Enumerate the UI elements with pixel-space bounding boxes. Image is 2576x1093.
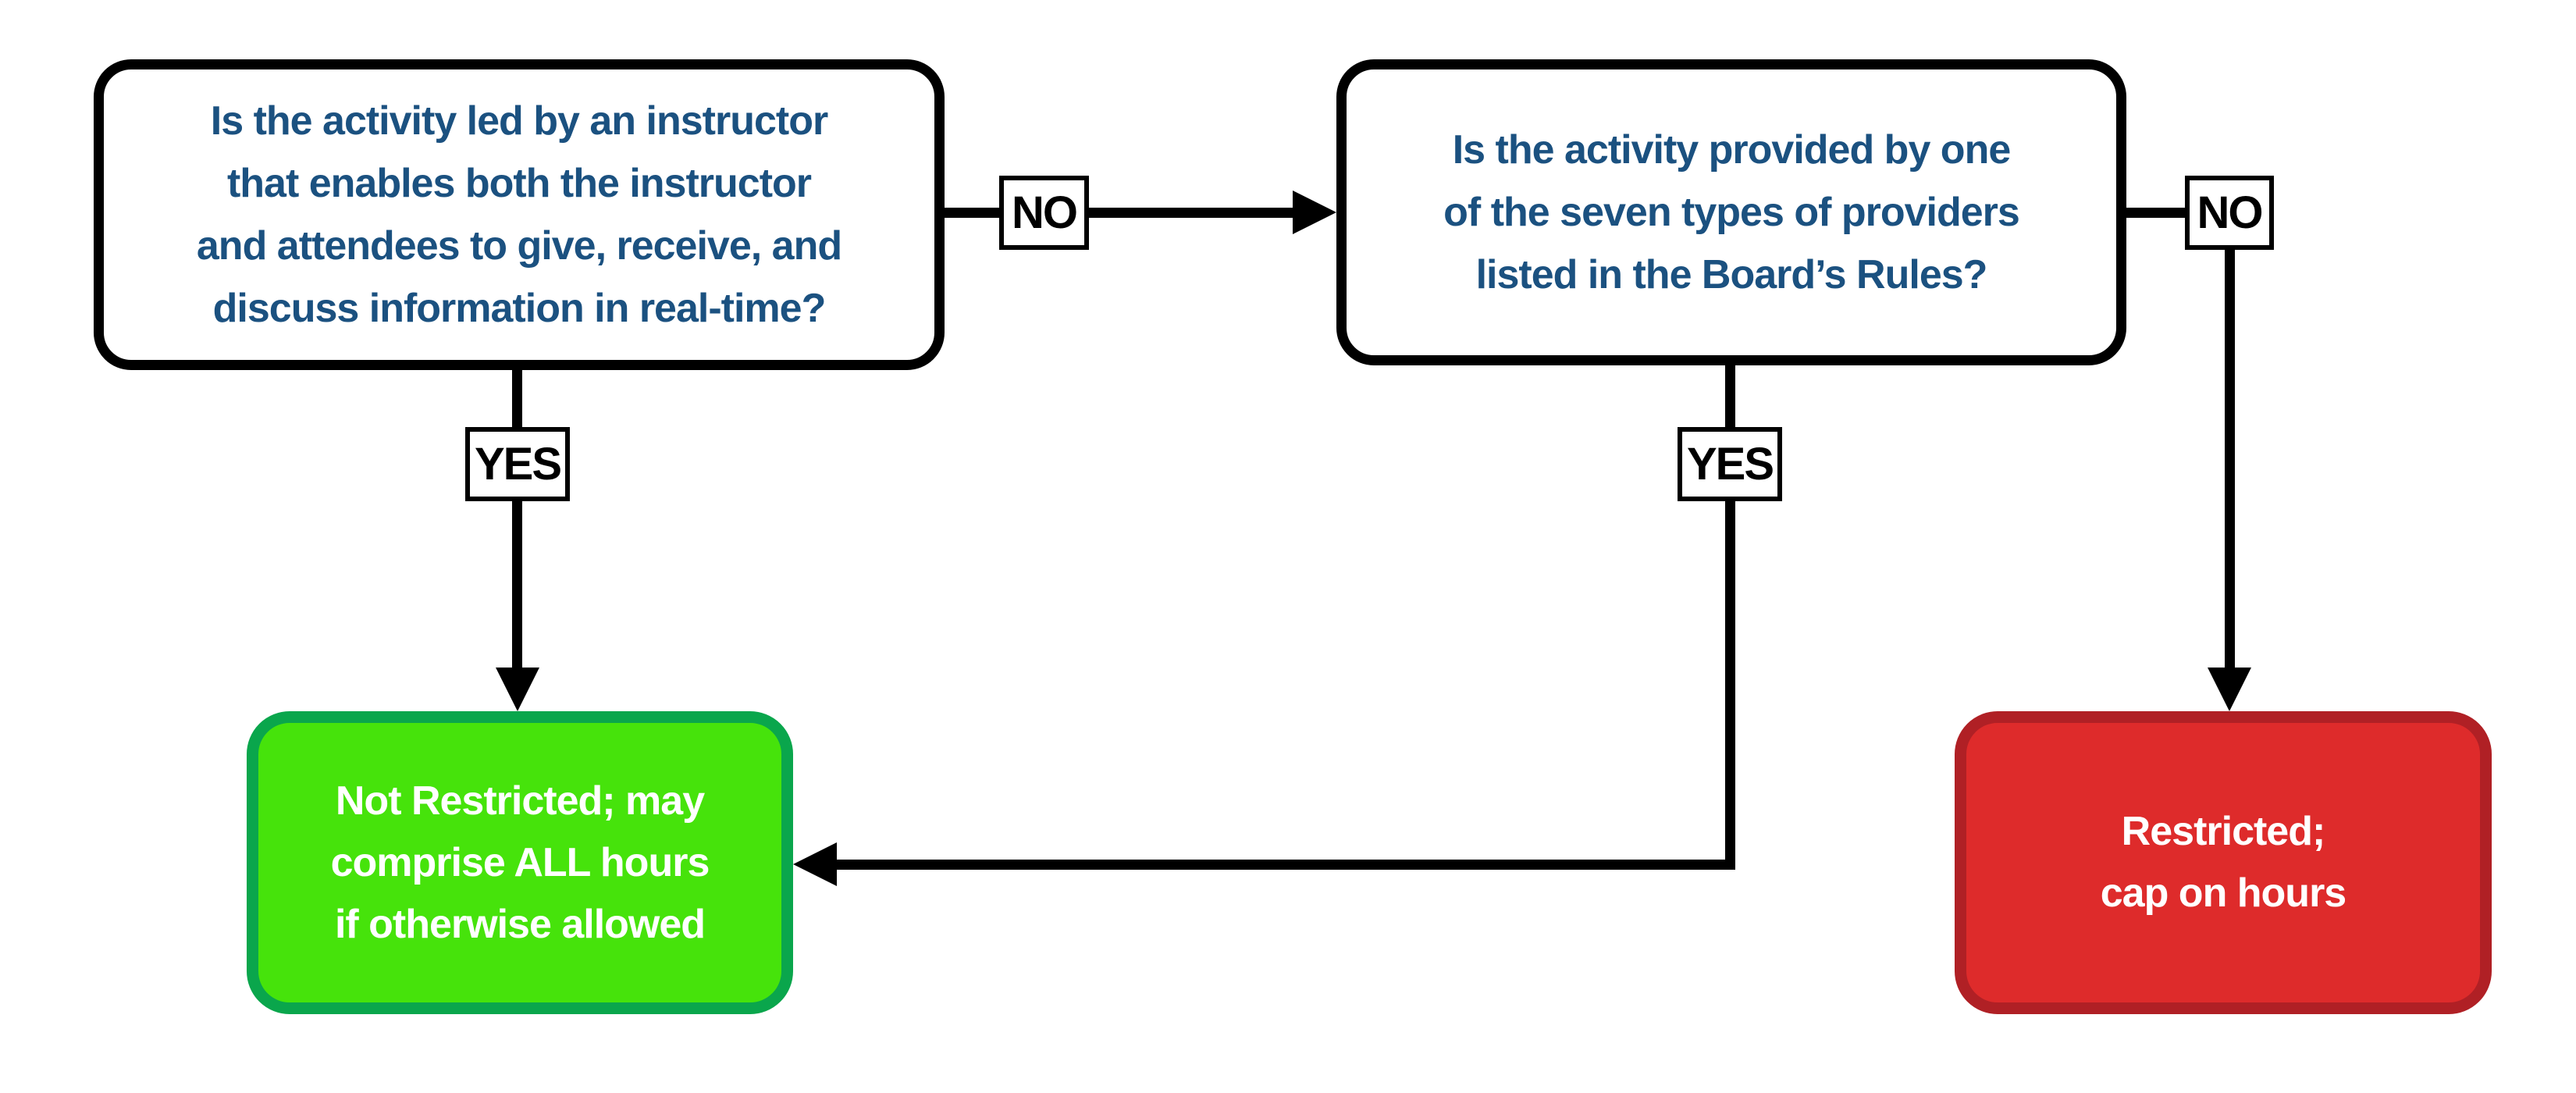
yes-label-left: YES	[465, 427, 570, 501]
no-label-right: NO	[2185, 176, 2274, 250]
connector-elbow-horizontal	[835, 860, 1735, 870]
outcome-not-restricted-line: if otherwise allowed	[334, 901, 706, 947]
question2-box: Is the activity provided by one of the s…	[1336, 59, 2126, 365]
no-label-top-text: NO	[1012, 187, 1078, 238]
outcome-not-restricted-line: Not Restricted; may	[335, 778, 705, 824]
no-label-top: NO	[999, 176, 1089, 250]
yes-label-middle-text: YES	[1686, 439, 1774, 490]
question2-text-line: listed in the Board’s Rules?	[1475, 252, 1988, 297]
connector-yes-label-to-green	[512, 501, 522, 668]
outcome-not-restricted-line: comprise ALL hours	[330, 839, 710, 885]
no-label-right-text: NO	[2197, 187, 2264, 238]
outcome-restricted-line: Restricted;	[2121, 809, 2326, 854]
question1-text-line: discuss information in real-time?	[212, 286, 827, 331]
arrowhead-down-into-red	[2208, 668, 2251, 711]
yes-label-middle: YES	[1678, 427, 1782, 501]
arrowhead-left-into-green	[793, 842, 837, 886]
question1-text-line: Is the activity led by an instructor	[210, 98, 828, 144]
question1-text-line: that enables both the instructor	[226, 161, 812, 206]
arrowhead-right-into-question2	[1293, 190, 1336, 234]
connector-yes-middle-vertical	[1725, 501, 1735, 870]
outcome-not-restricted-box: Not Restricted; may comprise ALL hours i…	[247, 711, 793, 1014]
question2-text-line: Is the activity provided by one	[1452, 127, 2012, 173]
connector-no-right-vertical	[2225, 250, 2235, 669]
connector-q2-to-no-label	[2126, 208, 2185, 218]
connector-no-label-to-q2	[1089, 208, 1296, 218]
connector-q1-to-no-label	[945, 208, 999, 218]
outcome-restricted-line: cap on hours	[2100, 870, 2347, 916]
question1-box: Is the activity led by an instructor tha…	[94, 59, 945, 370]
question2-text-line: of the seven types of providers	[1443, 190, 2020, 235]
outcome-restricted-box: Restricted; cap on hours	[1955, 711, 2492, 1014]
connector-q2-to-yes-label	[1725, 365, 1735, 428]
arrowhead-down-into-green	[496, 668, 539, 711]
yes-label-left-text: YES	[474, 439, 562, 490]
question1-text-line: and attendees to give, receive, and	[196, 223, 842, 269]
connector-q1-to-yes-label	[512, 370, 522, 428]
